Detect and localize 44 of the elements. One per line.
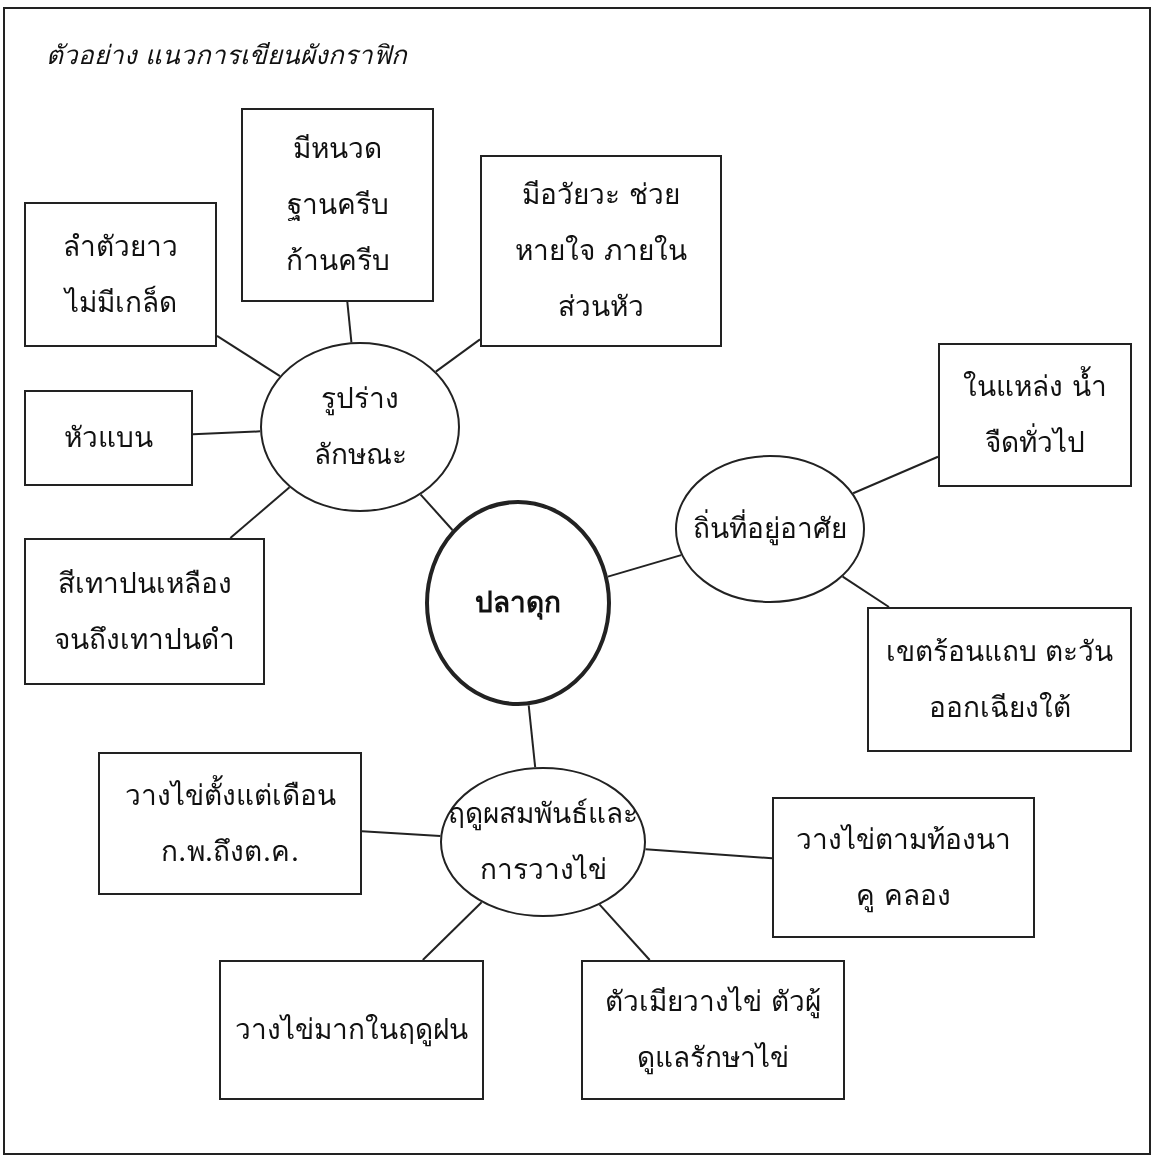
node-label: มีหนวด ฐานครีบ ก้านครีบ [284, 131, 391, 279]
connector-line [598, 903, 651, 961]
text-box [241, 108, 434, 302]
node-label: วางไข่ตั้งแต่เดือน ก.พ.ถึงต.ค. [115, 767, 345, 880]
connector-line [644, 848, 773, 860]
topic-ellipse [260, 342, 460, 512]
node-label: มีอวัยวะ ช่วยหายใจ ภายในส่วนหัว [514, 177, 688, 325]
node-label: ในแหล่ง น้ำจืดทั่วไป [960, 359, 1110, 471]
connector-line [434, 338, 481, 373]
node-label: หัวแบน [63, 420, 154, 456]
text-box [938, 343, 1132, 487]
node-label: ปลาดุก [474, 585, 562, 622]
text-box [581, 960, 845, 1100]
node-label: วางไข่ตามท้องนา คู คลอง [796, 821, 1011, 915]
topic-ellipse [440, 767, 646, 917]
text-box [867, 607, 1132, 752]
node-label: ลำตัวยาว ไม่มีเกล็ด [62, 228, 179, 321]
node-label: รูปร่าง ลักษณะ [312, 381, 408, 473]
connector-line [216, 334, 281, 378]
node-label: ตัวเมียวางไข่ ตัวผู้ดูแลรักษาไข่ [604, 984, 822, 1077]
node-label: สีเทาปนเหลือง จนถึงเทาปนดำ [53, 565, 236, 658]
node-label: เขตร้อนแถบ ตะวันออกเฉียงใต้ [884, 633, 1115, 726]
text-box [219, 960, 484, 1100]
title: ตัวอย่าง แนวการเขียนผังกราฟิก [46, 39, 408, 72]
text-box [24, 538, 265, 685]
text-box [24, 202, 217, 347]
central-ellipse [425, 500, 611, 706]
connector-line [527, 704, 537, 769]
connector-line [361, 830, 442, 837]
connector-line [421, 901, 483, 961]
text-box [98, 752, 362, 895]
text-box [480, 155, 722, 347]
node-label: วางไข่มากในฤดูฝน [234, 1012, 469, 1049]
connector-line [192, 430, 262, 436]
node-label: ฤดูผสมพันธ์และ การวางไข่ [447, 796, 639, 888]
text-box [24, 390, 193, 486]
connector-line [229, 486, 291, 539]
connector-line [419, 493, 454, 531]
text-box [772, 797, 1035, 938]
connector-line [852, 455, 939, 495]
topic-ellipse [675, 455, 865, 603]
node-label: ถิ่นที่อยู่อาศัย [685, 501, 855, 557]
connector-line [346, 301, 353, 344]
connector-line [841, 575, 890, 608]
